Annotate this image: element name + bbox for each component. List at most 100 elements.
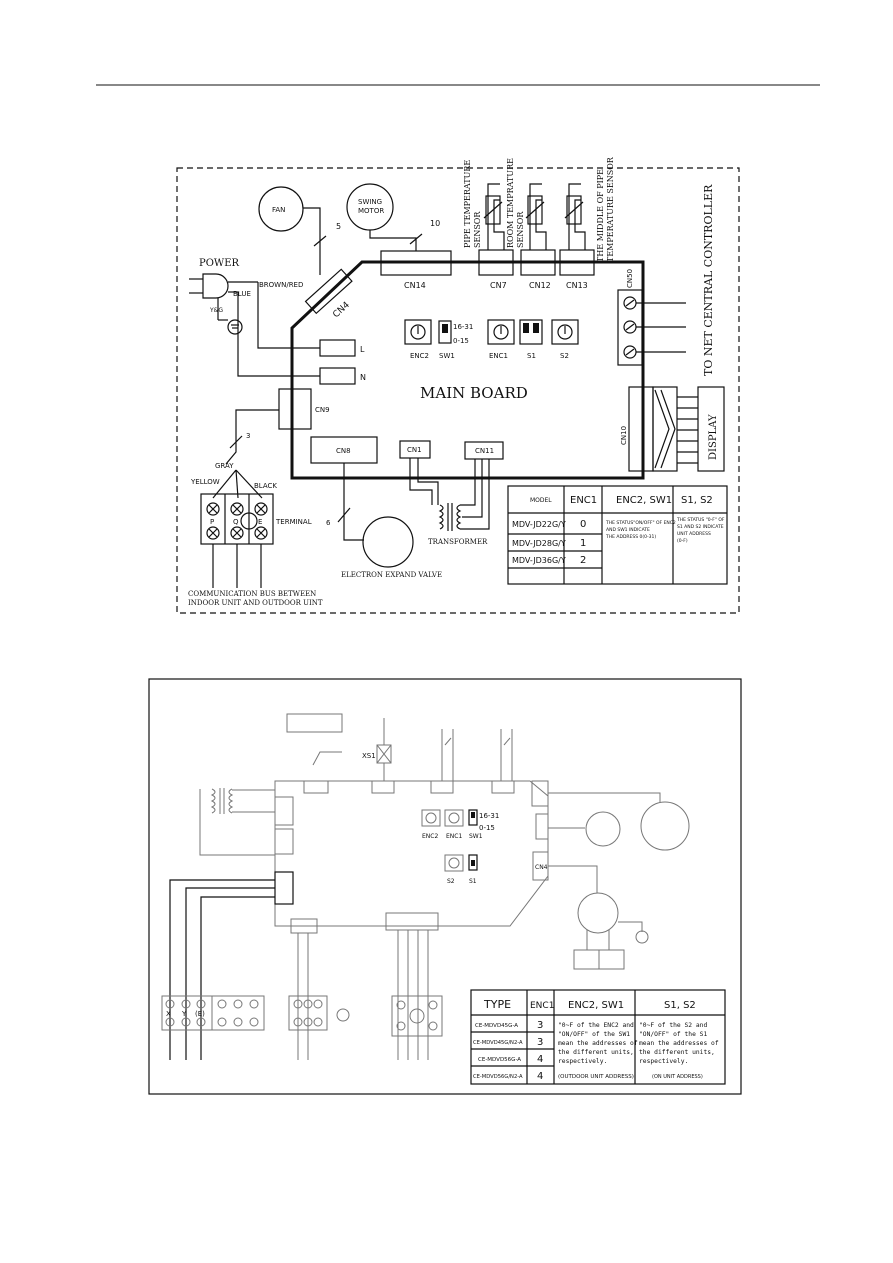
table1-s-note-1: THE STATUS "0-F" OF [676, 517, 725, 523]
expansion-valve-symbol [362, 516, 414, 568]
terminal-screws [206, 502, 268, 540]
diagram-1-border [176, 167, 740, 614]
table2-enc2-note-2: "ON/OFF" of the SW1 [558, 1031, 630, 1038]
table2-s-note-3: mean the addresses of [639, 1040, 719, 1047]
middle-sensor-label-2: TEMPERATURE SENSOR [606, 156, 615, 262]
table1-row3-enc1: 2 [580, 555, 586, 566]
cn13-connector [559, 249, 595, 276]
cn9-wire [225, 409, 279, 465]
s1-label-2: S1 [469, 878, 477, 885]
s2-label: S2 [560, 352, 569, 360]
cn13-label: CN13 [566, 281, 588, 290]
main-board-outline [290, 260, 645, 480]
table1-enc2-note-3: THE ADDRESS 0(0-31) [605, 534, 656, 540]
cn11-connector [464, 441, 504, 460]
swing-wire [369, 230, 417, 251]
neutral-wire [237, 292, 320, 377]
table2-header-s: S1, S2 [664, 1000, 696, 1011]
table2-header-type: TYPE [483, 998, 511, 1011]
yellow-label: YELLOW [190, 478, 220, 486]
swing-motor-label-1: SWING [358, 198, 382, 206]
valve-wire [343, 463, 364, 541]
table1-row2-enc1: 1 [580, 538, 586, 549]
cn8-label: CN8 [336, 447, 351, 455]
table1-row1-model: MDV-JD22G/Y [512, 520, 566, 529]
enc1-switch-2 [444, 809, 464, 827]
ground-icon [227, 319, 243, 335]
table1-enc2-note-2: AND SW1 INDICATE [606, 527, 650, 533]
cn11-label: CN11 [475, 447, 494, 455]
table2-header-enc2: ENC2, SW1 [568, 1000, 624, 1011]
s2-switch-2 [444, 854, 464, 872]
l-connector [319, 339, 356, 357]
pipe-sensor-symbol [483, 183, 505, 250]
xs1-label: XS1 [362, 752, 376, 760]
terminal-x: X [166, 1010, 171, 1018]
terminal-block-3 [288, 995, 350, 1031]
table2-enc2-note-3: mean the addresses of [558, 1040, 638, 1047]
type-table: TYPE ENC1 ENC2, SW1 S1, S2 CE-MDVD45G-A … [470, 989, 726, 1085]
cn14-label: CN14 [404, 281, 426, 290]
blue-label: BLUE [233, 290, 251, 298]
n-label: N [360, 373, 366, 382]
cn9-label: CN9 [315, 406, 330, 414]
swing-wire-count: 10 [430, 219, 440, 228]
cn4-connector [304, 268, 353, 315]
sw1-label-2: SW1 [469, 833, 483, 840]
pipe-sensor-label-1: PIPE TEMPERATURE [463, 160, 472, 248]
enc1-label-2: ENC1 [446, 833, 462, 840]
table1-enc2-note-1: THE STATUS"ON/OFF" OF ENC2 [605, 520, 676, 526]
fan-wire-count: 5 [336, 222, 341, 231]
table1-s-note-3: UNIT ADDRESS [677, 531, 711, 537]
l-label: L [360, 345, 365, 354]
board-2-outline [274, 780, 549, 927]
fan-motor-2-symbol [640, 801, 690, 851]
to-net-controller-label: TO NET CENTRAL CONTROLLER [702, 184, 715, 376]
table1-row1-enc1: 0 [580, 519, 586, 530]
sw1-switch-2 [468, 809, 478, 826]
s1-label: S1 [527, 352, 536, 360]
transformer-symbol [409, 458, 490, 531]
terminal-block-2 [161, 995, 265, 1031]
terminal-q: Q [233, 518, 239, 526]
s2-label-2: S2 [447, 878, 455, 885]
enc2-switch [404, 319, 432, 345]
swing-motor-label-2: MOTOR [358, 207, 384, 215]
pipe-sensor-label-2: SENSOR [473, 211, 482, 248]
table2-row1-type: CE-MDVD45G-A [475, 1023, 518, 1029]
transformer-label: TRANSFORMER [428, 538, 488, 546]
display-label: DISPLAY [708, 414, 719, 460]
room-sensor-label-2: SENSOR [516, 211, 525, 248]
cn1-connector [399, 440, 431, 459]
diagram-2-border [148, 678, 742, 1095]
enc2-label-2: ENC2 [422, 833, 438, 840]
table2-header-enc1: ENC1 [530, 1001, 554, 1011]
enc1-label: ENC1 [489, 352, 508, 360]
table1-row3-model: MDV-JD36G/Y [512, 556, 566, 565]
cn12-label: CN12 [529, 281, 551, 290]
cn7-label: CN7 [490, 281, 507, 290]
table1-s-note-2: S1 AND S2 INDICATE [677, 524, 724, 530]
cn12-connector [520, 249, 556, 276]
wiring-diagram-1: MAIN BOARD FAN SWING MOTOR CN4 5 CN14 10… [176, 156, 740, 614]
table2-row3-enc1: 4 [537, 1054, 543, 1065]
s1-switch [519, 319, 543, 345]
cn4-label-2: CN4 [535, 864, 548, 871]
table1-header-model: MODEL [530, 497, 552, 504]
room-sensor-label-1: ROOM TEMPRATURE [506, 158, 515, 248]
sw1-range-lo-2: 0-15 [479, 824, 495, 832]
enc2-switch-2 [421, 809, 441, 827]
terminal-e: E [258, 518, 262, 526]
cn4-label: CN4 [331, 300, 352, 320]
expansion-valve-label: ELECTRON EXPAND VALVE [341, 571, 442, 579]
power-2-symbol [577, 892, 619, 934]
n-connector [319, 367, 356, 385]
gray-label: GRAY [215, 462, 234, 470]
terminal-y: Y [181, 1010, 187, 1018]
table1-row2-model: MDV-JD28G/Y [512, 539, 566, 548]
bus-label-1: COMMUNICATION BUS BETWEEN [188, 590, 316, 598]
black-label: BLACK [254, 482, 277, 490]
cn1-label: CN1 [407, 446, 422, 454]
sw1-label: SW1 [439, 352, 455, 360]
terminal-label: TERMINAL [275, 518, 312, 526]
